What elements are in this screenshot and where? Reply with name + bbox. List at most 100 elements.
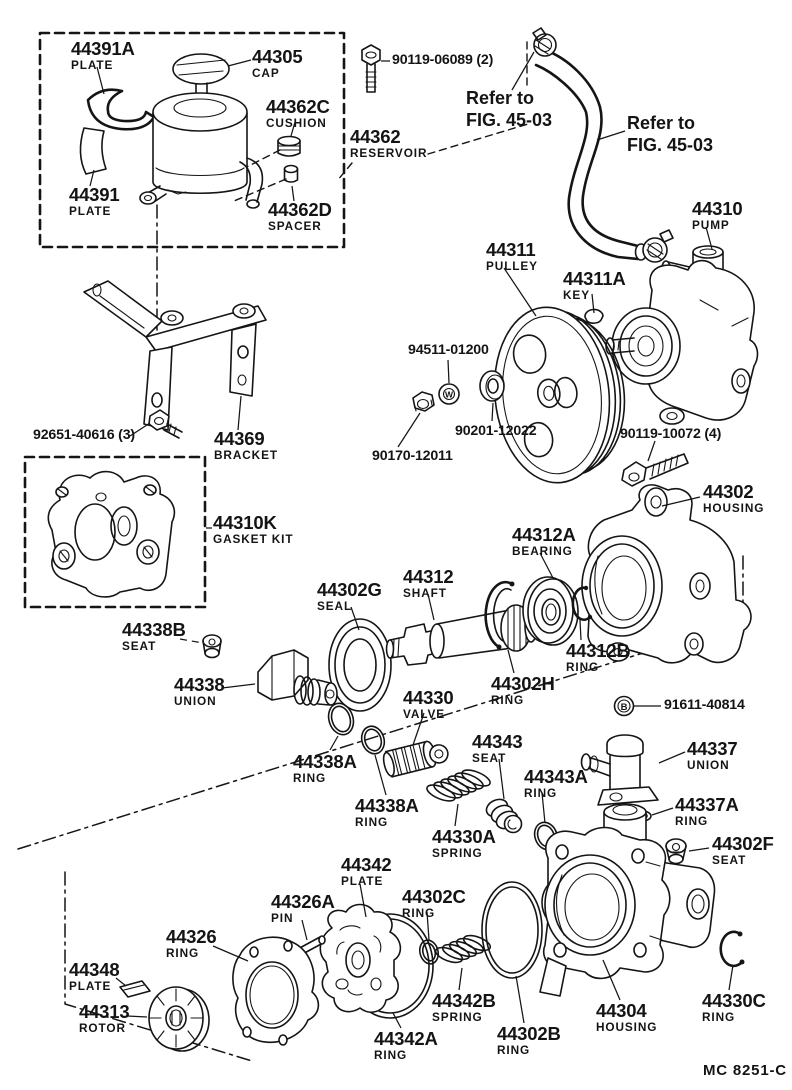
part-number: 44302 — [703, 481, 754, 502]
part-number: 44343A — [524, 766, 588, 787]
key-drawing — [584, 308, 604, 324]
part-number: 44310 — [692, 198, 743, 219]
part-description: HOUSING — [703, 500, 765, 515]
ring-44338a-2-drawing — [360, 725, 386, 755]
part-description: PULLEY — [486, 258, 538, 273]
part-description: CAP — [252, 65, 280, 80]
part-number: 44312B — [566, 640, 630, 661]
part-number: 44330A — [432, 826, 496, 847]
refer-to-line: Refer to — [466, 88, 535, 108]
part-label-90119-06089-2-: 90119-06089 (2) — [392, 53, 493, 67]
reservoir-drawing — [79, 53, 301, 209]
part-description: RING — [402, 905, 436, 920]
reservoir-kit-box — [38, 31, 346, 249]
cam-ring-drawing — [232, 936, 320, 1046]
part-number: 44362C — [266, 96, 330, 117]
part-number: 44302B — [497, 1023, 561, 1044]
part-description: RING — [293, 770, 327, 785]
part-description: SEAT — [712, 852, 747, 867]
part-number: 44337A — [675, 794, 739, 815]
front-housing-drawing — [581, 484, 752, 664]
part-number: 44337 — [687, 738, 738, 759]
part-description: ROTOR — [79, 1020, 126, 1035]
leader-lines — [89, 51, 734, 1029]
spacer-drawing — [283, 164, 299, 183]
bracket-drawing — [83, 280, 267, 431]
ring-44302h-drawing — [484, 580, 515, 650]
reservoir-body-drawing — [139, 92, 264, 209]
part-description: SPRING — [432, 1009, 483, 1024]
part-number: 90170-12011 — [372, 448, 453, 464]
part-label-92651-40616-3-: 92651-40616 (3) — [33, 428, 135, 442]
snap-ring-44312b-drawing — [571, 585, 593, 621]
washer-w-marking: W — [445, 390, 454, 400]
spring-44342b-drawing — [434, 934, 492, 964]
pulley-drawing — [493, 306, 626, 484]
part-number: 44326 — [166, 926, 217, 947]
part-number: 44342 — [341, 854, 392, 875]
part-number: 44313 — [79, 1001, 130, 1022]
part-label-90119-10072-4-: 90119-10072 (4) — [620, 427, 721, 441]
part-description: RING — [675, 813, 709, 828]
ring-44302c-drawing — [418, 939, 440, 965]
bolt-90119-10072-drawing — [621, 453, 689, 487]
part-description: UNION — [687, 757, 730, 772]
part-description: SEAT — [472, 750, 507, 765]
part-number: 44342B — [432, 990, 496, 1011]
part-number: 44348 — [69, 959, 120, 980]
washer-94511-drawing: W — [438, 383, 460, 405]
figure-code: MC 8251-C — [703, 1062, 787, 1079]
pump-drawing — [605, 245, 759, 425]
part-description: SEAT — [122, 638, 157, 653]
part-number: 44338A — [293, 751, 357, 772]
part-number: 44338B — [122, 619, 186, 640]
gasket-kit-box — [23, 455, 207, 609]
cushion-drawing — [277, 135, 301, 157]
part-description: RING — [497, 1042, 531, 1057]
plate-44348-drawing — [119, 980, 151, 998]
seat-44343-drawing — [485, 798, 523, 834]
part-number: 44342A — [374, 1028, 438, 1049]
part-number: 94511-01200 — [408, 342, 489, 358]
seat-44338b-drawing — [202, 634, 222, 659]
part-number: 44343 — [472, 731, 523, 752]
plate-44391-drawing — [79, 127, 107, 175]
hose-clamp-bottom-icon — [642, 229, 674, 263]
part-number: 44362 — [350, 126, 401, 147]
part-number: 44304 — [596, 1000, 647, 1021]
part-description: RING — [491, 692, 525, 707]
part-number: 44302H — [491, 673, 555, 694]
part-number: 90119-06089 (2) — [392, 52, 494, 68]
part-description: RING — [566, 659, 600, 674]
bolt-92651-drawing — [148, 409, 183, 439]
part-description: PLATE — [69, 978, 112, 993]
part-description: RING — [374, 1047, 408, 1062]
part-number: 44338A — [355, 795, 419, 816]
seal-drawing — [328, 618, 392, 712]
part-description: PLATE — [341, 873, 384, 888]
oring-44302b-drawing — [481, 881, 543, 979]
